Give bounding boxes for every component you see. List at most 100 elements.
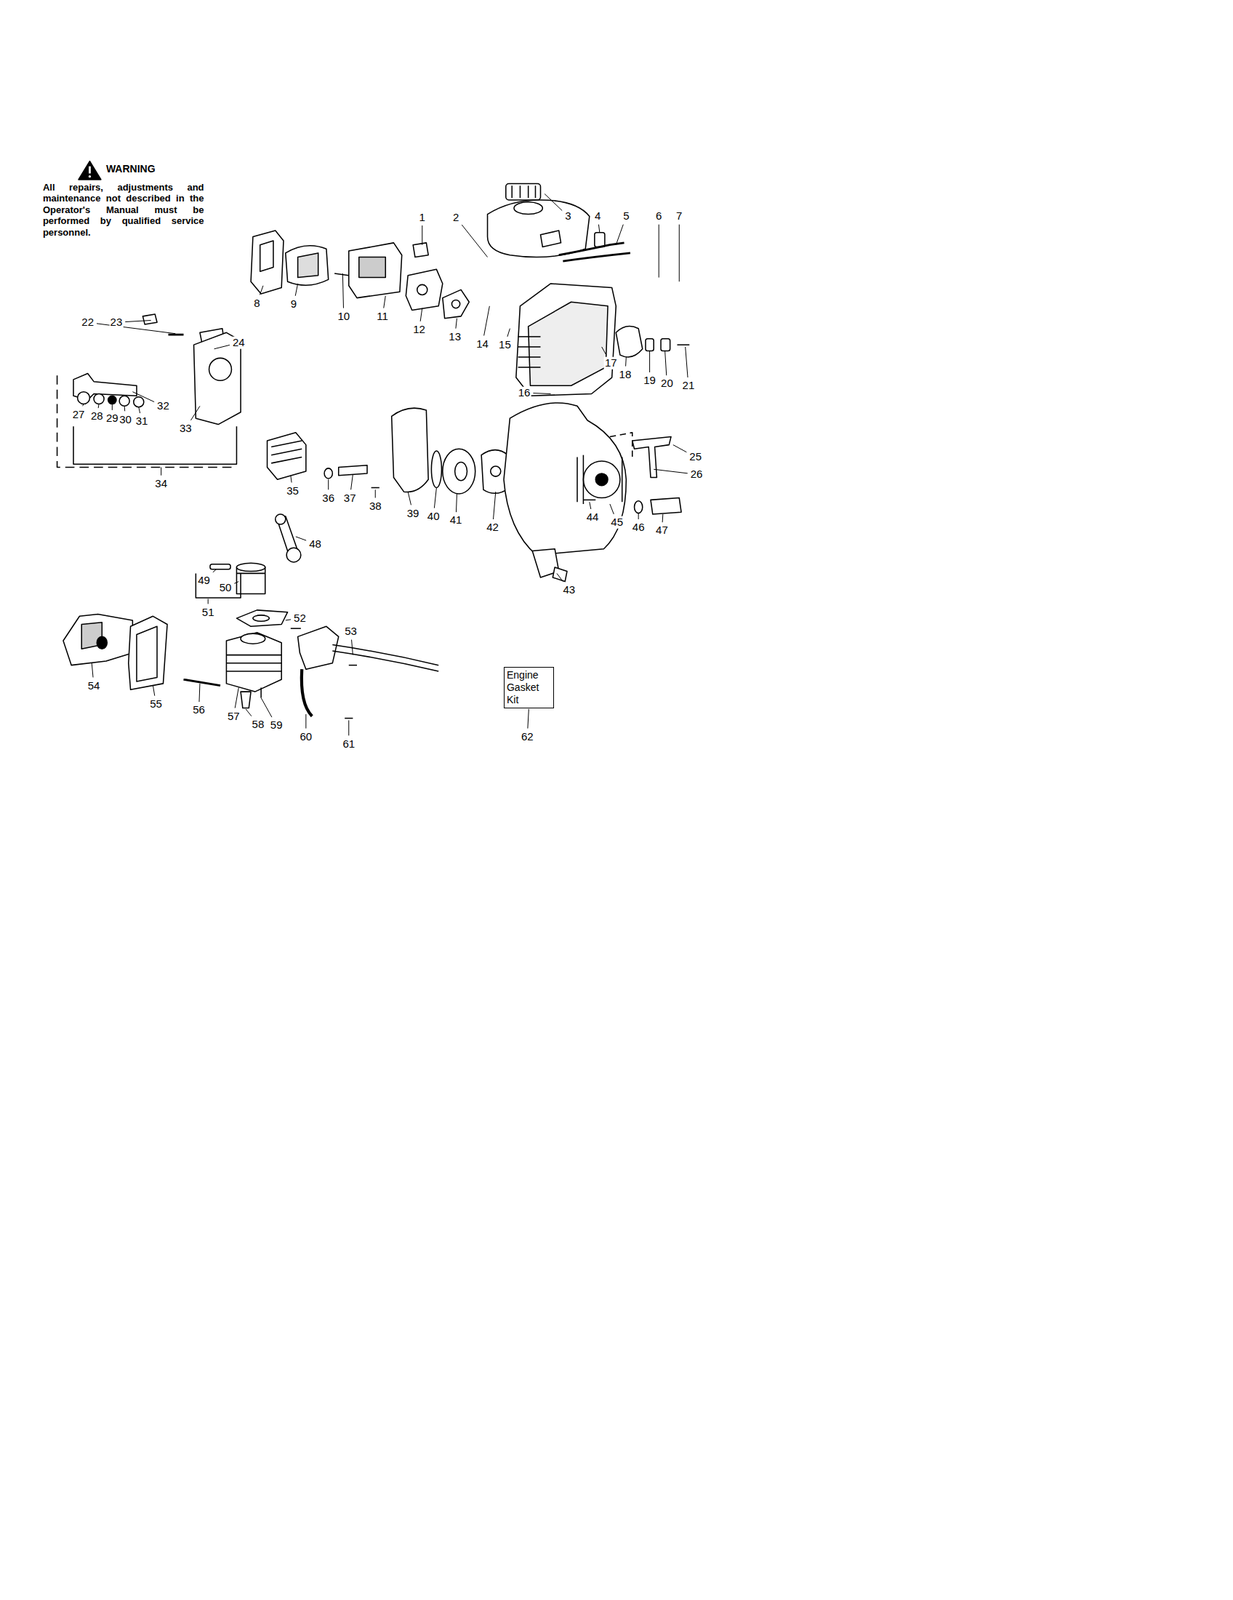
leader-line	[493, 491, 496, 520]
leader-line	[207, 598, 209, 604]
callout-number: 38	[368, 500, 383, 513]
callout-number: 8	[252, 296, 261, 309]
callout-number: 46	[631, 521, 646, 534]
pulley	[442, 448, 476, 494]
nut	[412, 242, 429, 258]
callout-number: 55	[149, 697, 163, 711]
callout-number: 60	[298, 730, 313, 743]
piston-pin	[210, 564, 231, 570]
carburetor	[405, 268, 443, 310]
leader-line	[190, 405, 200, 421]
leader-line	[348, 719, 349, 736]
leader-line	[351, 639, 354, 656]
leader-line	[213, 569, 217, 573]
leader-line	[679, 224, 680, 283]
clip	[660, 338, 671, 352]
callout-number: 44	[585, 511, 600, 524]
leader-line	[305, 713, 307, 729]
leader-line	[290, 475, 292, 483]
callout-number: 41	[449, 513, 464, 527]
leader-line	[132, 391, 155, 403]
callout-number: 15	[497, 338, 512, 352]
callout-number: 40	[426, 510, 441, 523]
cover	[391, 407, 429, 492]
gasket	[236, 609, 288, 626]
handle-bracket	[250, 230, 284, 294]
leader-line	[420, 308, 423, 322]
callout-number: 13	[447, 330, 462, 344]
warning-icon	[78, 161, 102, 180]
leader-line	[259, 285, 263, 296]
leader-line	[407, 491, 411, 505]
callout-number: 50	[218, 581, 233, 594]
callout-number: 31	[135, 415, 150, 428]
ignition-module	[298, 625, 339, 669]
flywheel	[267, 432, 307, 480]
leader-line	[649, 351, 650, 373]
t-handle	[632, 436, 672, 477]
leader-line	[601, 346, 607, 355]
callout-number: 29	[105, 412, 120, 425]
callout-number: 62	[520, 730, 535, 743]
leader-line	[673, 444, 688, 453]
callout-number: 39	[406, 506, 421, 520]
callout-number: 6	[655, 210, 663, 223]
leader-line	[589, 501, 592, 509]
leader-line	[598, 224, 600, 233]
callout-number: 59	[269, 719, 284, 732]
leader-line	[96, 323, 176, 334]
leader-line	[327, 479, 329, 490]
gasket	[128, 615, 168, 690]
leader-line	[507, 328, 510, 337]
kit-label: Engine Gasket Kit	[506, 668, 552, 706]
callout-number: 14	[475, 337, 490, 350]
shaft	[338, 465, 368, 476]
leader-line	[658, 224, 660, 278]
callout-number: 48	[308, 537, 323, 550]
callout-number: 49	[197, 574, 211, 587]
leader-line	[351, 474, 354, 490]
leader-line	[260, 697, 272, 718]
leader-line	[91, 663, 94, 678]
callout-number: 35	[285, 484, 300, 498]
leader-line	[198, 683, 200, 702]
leader-line	[375, 489, 376, 498]
leader-line	[124, 405, 126, 411]
filter-housing	[348, 242, 403, 299]
leader-line	[685, 346, 688, 378]
callout-number: 33	[178, 422, 193, 435]
callout-number: 3	[564, 210, 572, 223]
callout-number: 18	[618, 368, 633, 381]
leader-line	[295, 536, 307, 541]
leader-line	[615, 224, 624, 246]
callout-number: 23	[109, 316, 124, 329]
callout-number: 25	[688, 450, 703, 464]
callout-number: 1	[418, 211, 427, 224]
leader-line	[434, 487, 437, 509]
muffler	[63, 613, 133, 665]
leader-line	[625, 356, 627, 367]
callout-number: 19	[642, 374, 657, 387]
leader-line	[160, 466, 162, 475]
callout-number: 10	[336, 310, 351, 323]
callout-number: 42	[485, 521, 500, 534]
callout-number: 57	[226, 710, 241, 723]
callout-number: 11	[375, 310, 389, 323]
leader-line	[609, 503, 614, 514]
callout-number: 36	[321, 491, 336, 504]
warning-heading: WARNING	[106, 162, 156, 175]
leader-line	[455, 318, 458, 329]
leader-line	[98, 404, 100, 409]
kit-box: Engine Gasket Kit	[503, 666, 554, 708]
starter-housing	[503, 402, 626, 555]
callout-number: 28	[90, 410, 104, 423]
spark-plug	[240, 691, 251, 708]
air-filter	[285, 245, 329, 285]
leader-line	[556, 572, 563, 581]
callout-number: 58	[251, 718, 266, 731]
callout-number: 24	[231, 336, 246, 349]
leader-line	[665, 351, 667, 376]
screw	[183, 679, 222, 685]
leader-line	[662, 513, 664, 522]
